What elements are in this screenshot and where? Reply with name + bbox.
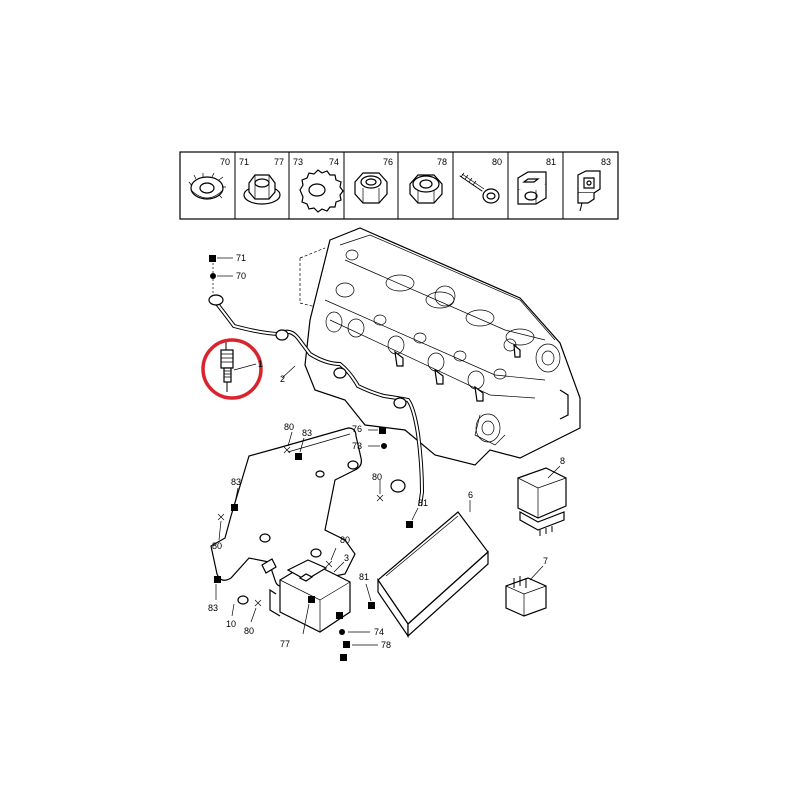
- callout-leaders: [209, 255, 561, 661]
- callout-80: 80: [244, 626, 254, 636]
- callout-7: 7: [543, 556, 548, 566]
- serrated-washer-icon: [299, 169, 344, 213]
- legend-number: 73: [293, 157, 303, 167]
- callout-73: 73: [352, 441, 362, 451]
- glow-plug-ports: [394, 343, 521, 402]
- callout-76: 76: [352, 424, 362, 434]
- cylinder-head: [299, 227, 581, 466]
- callout-3: 3: [344, 553, 349, 563]
- callout-83: 83: [302, 428, 312, 438]
- callout-81: 81: [359, 572, 369, 582]
- star-washer-icon: [188, 172, 226, 200]
- callout-80: 80: [340, 535, 350, 545]
- bolt-icon: [459, 172, 500, 204]
- glow-plug: [220, 340, 234, 392]
- relay-8: [517, 467, 567, 536]
- legend-number: 74: [329, 157, 339, 167]
- relay-box: [377, 511, 489, 638]
- legend-number: 80: [492, 157, 502, 167]
- callout-70: 70: [236, 271, 246, 281]
- spring-clip-icon: [577, 170, 601, 212]
- callout-81: 81: [418, 498, 428, 508]
- callout-6: 6: [468, 490, 473, 500]
- callout-83: 83: [231, 477, 241, 487]
- callout-8: 8: [560, 456, 565, 466]
- relay-7: [505, 576, 547, 617]
- callout-80: 80: [372, 472, 382, 482]
- cap-nut-icon: [409, 174, 443, 204]
- legend-number: 71: [239, 157, 249, 167]
- legend-number: 70: [220, 157, 230, 167]
- mounting-bracket: [210, 427, 362, 605]
- legend-number: 81: [546, 157, 556, 167]
- flange-nut-icon: [243, 174, 281, 205]
- callout-78: 78: [381, 640, 391, 650]
- callout-1: 1: [258, 359, 263, 369]
- wiring-harness: [208, 294, 425, 507]
- callout-83: 83: [208, 603, 218, 613]
- callout-80: 80: [212, 541, 222, 551]
- callout-10: 10: [226, 619, 236, 629]
- hex-nut-icon: [354, 172, 388, 204]
- legend-number: 76: [383, 157, 393, 167]
- legend-number: 78: [437, 157, 447, 167]
- callout-labels: 71 70 1 2 80 83 76 73 80 83 81 6 8 80 80…: [208, 253, 565, 650]
- legend-number: 77: [274, 157, 284, 167]
- legend-number: 83: [601, 157, 611, 167]
- callout-2: 2: [280, 374, 285, 384]
- callout-71: 71: [236, 253, 246, 263]
- hardware-legend: 70 71 77 73 74 76: [179, 151, 619, 220]
- highlight-circle: [201, 338, 263, 400]
- callout-80: 80: [284, 422, 294, 432]
- callout-74: 74: [374, 627, 384, 637]
- callout-77: 77: [280, 639, 290, 649]
- clip-nut-icon: [517, 171, 547, 205]
